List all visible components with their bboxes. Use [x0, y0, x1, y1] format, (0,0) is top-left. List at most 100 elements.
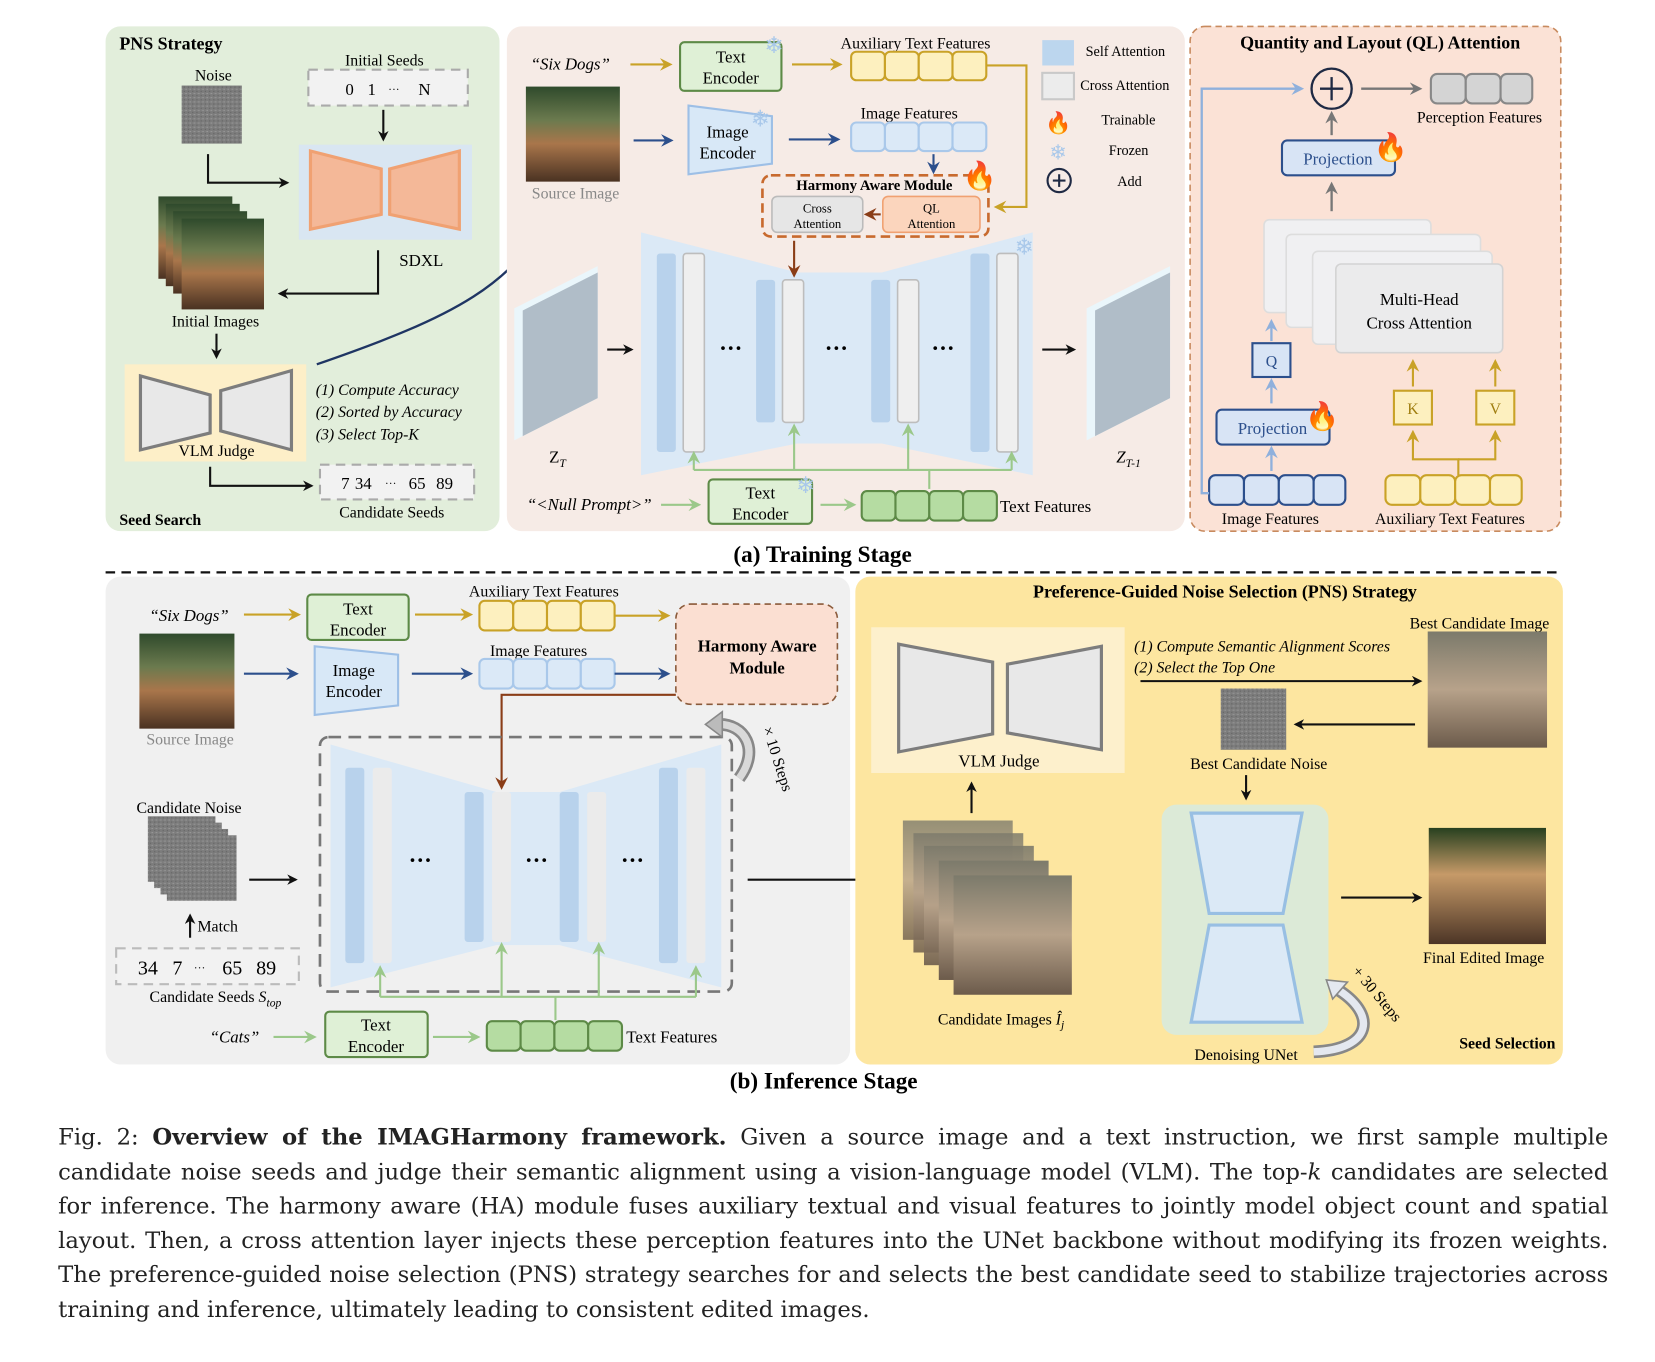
ql-title: Quantity and Layout (QL) Attention	[1240, 33, 1520, 54]
candidate-seeds-box	[115, 947, 300, 986]
aux-text-feature-tokens	[478, 599, 616, 632]
image-features-label: Image Features	[1222, 511, 1319, 528]
source-image-label: Source Image	[532, 186, 619, 203]
candidate-seeds-label: Candidate Seeds	[339, 504, 444, 521]
legend-label: Frozen	[1109, 143, 1149, 159]
perception-features-label: Perception Features	[1417, 109, 1542, 126]
aux-text-features-label: Auxiliary Text Features	[841, 36, 991, 53]
flame-icon: 🔥	[963, 160, 997, 192]
ham-title: Harmony Aware Module	[796, 178, 953, 194]
caption-text: candidates are selected for inference. T…	[58, 1159, 1609, 1324]
inference-stage-label: (b) Inference Stage	[730, 1069, 918, 1095]
mhca-label: Cross Attention	[1367, 313, 1473, 332]
text-encoder-label: Encoder	[703, 68, 760, 87]
ellipsis: ···	[931, 336, 954, 362]
seed-value: 65	[222, 958, 242, 980]
seed-value: 7	[172, 958, 182, 980]
seed-value: 0	[345, 80, 353, 99]
prompt-six-dogs: “Six Dogs”	[531, 55, 610, 74]
v-label: V	[1490, 401, 1502, 418]
image-encoder-label: Image	[706, 122, 748, 141]
text-feature-tokens	[485, 1020, 624, 1052]
projection-top	[1280, 139, 1397, 177]
best-candidate-image	[1427, 631, 1548, 748]
ql-aux-text-feature-tokens	[1384, 474, 1523, 506]
aux-text-features-label: Auxiliary Text Features	[1375, 511, 1525, 528]
image-encoder-label: Encoder	[699, 143, 756, 162]
seed-value: 7	[341, 474, 349, 493]
inference-pns-panel: Preference-Guided Noise Selection (PNS) …	[855, 576, 1563, 1065]
candidate-seeds-box	[318, 463, 476, 501]
flame-icon: 🔥	[1374, 131, 1408, 163]
pns-step: (3) Select Top-K	[316, 426, 421, 443]
match-label: Match	[197, 918, 238, 935]
pns-title: PNS Strategy	[119, 34, 222, 54]
text-encoder-label: Encoder	[732, 505, 789, 524]
seed-selection-label: Seed Selection	[1459, 1036, 1555, 1053]
snowflake-icon: ❄	[764, 33, 783, 59]
initial-images-label: Initial Images	[172, 313, 259, 330]
snowflake-icon: ❄	[1049, 140, 1067, 164]
k-label: K	[1407, 401, 1419, 418]
vlm-judge-label: VLM Judge	[958, 752, 1039, 771]
perception-feature-tokens	[1429, 72, 1534, 105]
vlm-judge-icon	[124, 364, 307, 462]
ellipsis: ···	[621, 848, 644, 874]
seed-value: 34	[355, 474, 372, 493]
text-encoder-null	[707, 478, 814, 525]
ham-label: Module	[729, 659, 785, 678]
ql-attention-label: Attention	[907, 217, 955, 231]
seed-ellipsis: ···	[388, 83, 400, 96]
image-encoder-label: Encoder	[326, 682, 383, 701]
add-icon	[1046, 167, 1072, 194]
text-encoder-label: Text	[716, 47, 746, 66]
projection-bottom	[1215, 408, 1331, 446]
text-encoder-label: Encoder	[330, 621, 387, 640]
ham-label: Harmony Aware	[698, 637, 817, 656]
image-encoder	[687, 104, 773, 176]
latent-zt	[514, 266, 598, 441]
image-features-label: Image Features	[861, 105, 958, 122]
harmony-aware-module: Harmony Aware Module Cross Attention QL …	[761, 173, 990, 238]
prompt-cats: “Cats”	[210, 1027, 260, 1046]
snowflake-icon: ❄	[1015, 234, 1034, 260]
sdxl-unet-icon	[298, 144, 473, 240]
vlm-judge-label: VLM Judge	[178, 443, 254, 460]
pns-step: (1) Compute Accuracy	[316, 382, 460, 399]
pns-strategy-panel: PNS Strategy Noise Initial Seeds 0 1 ···…	[105, 26, 500, 532]
multi-head-cross-attention: Multi-Head Cross Attention	[1263, 218, 1504, 354]
flame-icon: 🔥	[1045, 110, 1071, 135]
null-prompt: “<Null Prompt>”	[527, 495, 652, 514]
text-encoder	[679, 41, 783, 92]
prompt-six-dogs: “Six Dogs”	[149, 606, 228, 625]
caption-prefix: Fig. 2:	[58, 1124, 153, 1152]
candidate-noise-label: Candidate Noise	[136, 800, 241, 817]
flame-icon: 🔥	[1305, 401, 1339, 433]
cross-attention-swatch	[1041, 71, 1076, 101]
candidate-noise-stack	[147, 816, 237, 901]
ql-attention-label: QL	[923, 201, 940, 215]
projection-label: Projection	[1303, 150, 1373, 169]
harmony-aware-module	[675, 603, 839, 706]
denoising-unet	[1161, 804, 1329, 1035]
text-encoder	[306, 593, 410, 641]
best-candidate-image-label: Best Candidate Image	[1410, 615, 1550, 632]
text-encoder-label: Encoder	[348, 1037, 405, 1056]
zt1-label: ZT-1	[1116, 448, 1141, 470]
caption-title: Overview of the IMAGHarmony framework.	[152, 1124, 727, 1152]
source-image	[139, 633, 235, 729]
selection-step: (1) Compute Semantic Alignment Scores	[1134, 639, 1390, 656]
legend-label: Trainable	[1101, 113, 1155, 129]
text-encoder-label: Text	[343, 600, 373, 619]
seed-ellipsis: ···	[194, 962, 206, 975]
self-attention-swatch	[1042, 40, 1074, 66]
initial-images-stack	[158, 196, 264, 310]
seed-value: 1	[367, 80, 375, 99]
aux-text-feature-tokens	[850, 50, 988, 82]
candidate-seeds-label: Candidate Seeds Stop	[150, 989, 282, 1009]
aux-text-features-label: Auxiliary Text Features	[469, 584, 619, 601]
best-candidate-noise	[1220, 688, 1287, 750]
image-feature-tokens	[850, 121, 988, 153]
zt-label: ZT	[549, 448, 567, 470]
